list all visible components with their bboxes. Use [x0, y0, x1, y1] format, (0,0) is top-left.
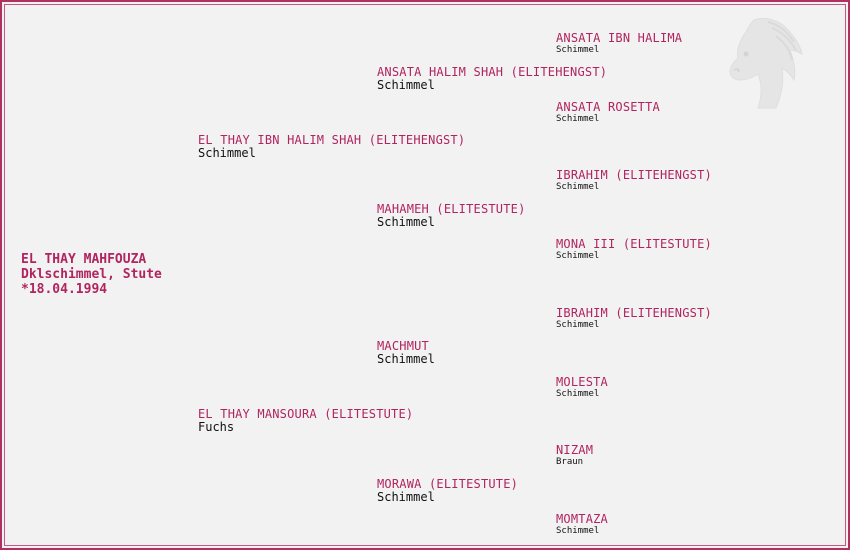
g3-name[interactable]: ANSATA ROSETTA — [556, 100, 660, 114]
g3-color: Schimmel — [556, 45, 600, 55]
sire-name[interactable]: EL THAY IBN HALIM SHAH (ELITEHENGST) — [198, 133, 466, 147]
g3-color: Schimmel — [556, 526, 600, 536]
dam-dam-name[interactable]: MORAWA (ELITESTUTE) — [377, 477, 519, 491]
horse-head-icon — [729, 17, 803, 109]
g3-color: Schimmel — [556, 182, 600, 192]
dam-sire-color: Schimmel — [377, 352, 435, 366]
dam-name[interactable]: EL THAY MANSOURA (ELITESTUTE) — [198, 407, 414, 421]
g3-color: Schimmel — [556, 389, 600, 399]
sire-entry[interactable]: EL THAY IBN HALIM SHAH (ELITEHENGST) Sch… — [198, 134, 465, 160]
g3-name[interactable]: IBRAHIM (ELITEHENGST) — [556, 168, 712, 182]
g3-entry-3[interactable]: IBRAHIM (ELITEHENGST) Schimmel — [556, 168, 712, 193]
g3-name[interactable]: IBRAHIM (ELITEHENGST) — [556, 306, 712, 320]
sire-sire-color: Schimmel — [377, 78, 435, 92]
dam-sire-entry[interactable]: MACHMUT Schimmel — [377, 340, 435, 366]
g3-entry-7[interactable]: NIZAM Braun — [556, 443, 594, 468]
g3-entry-1[interactable]: ANSATA IBN HALIMA Schimmel — [556, 31, 683, 56]
g3-color: Schimmel — [556, 114, 600, 124]
sire-dam-color: Schimmel — [377, 215, 435, 229]
g3-color: Braun — [556, 457, 584, 467]
g3-entry-6[interactable]: MOLESTA Schimmel — [556, 375, 608, 400]
sire-color: Schimmel — [198, 146, 256, 160]
g3-name[interactable]: NIZAM — [556, 443, 594, 457]
subject-birth: *18.04.1994 — [21, 282, 108, 297]
sire-sire-entry[interactable]: ANSATA HALIM SHAH (ELITEHENGST) Schimmel — [377, 66, 607, 92]
g3-entry-4[interactable]: MONA III (ELITESTUTE) Schimmel — [556, 237, 712, 262]
g3-entry-5[interactable]: IBRAHIM (ELITEHENGST) Schimmel — [556, 306, 712, 331]
g3-color: Schimmel — [556, 251, 600, 261]
dam-entry[interactable]: EL THAY MANSOURA (ELITESTUTE) Fuchs — [198, 408, 413, 434]
sire-dam-entry[interactable]: MAHAMEH (ELITESTUTE) Schimmel — [377, 203, 526, 229]
g3-name[interactable]: ANSATA IBN HALIMA — [556, 31, 683, 45]
subject-name: EL THAY MAHFOUZA — [21, 252, 147, 267]
g3-name[interactable]: MOMTAZA — [556, 512, 608, 526]
dam-sire-name[interactable]: MACHMUT — [377, 339, 429, 353]
subject-info: EL THAY MAHFOUZA Dklschimmel, Stute *18.… — [21, 252, 162, 297]
dam-color: Fuchs — [198, 420, 235, 434]
subject-details: Dklschimmel, Stute — [21, 267, 162, 282]
g3-entry-8[interactable]: MOMTAZA Schimmel — [556, 512, 608, 537]
sire-sire-name[interactable]: ANSATA HALIM SHAH (ELITEHENGST) — [377, 65, 608, 79]
sire-dam-name[interactable]: MAHAMEH (ELITESTUTE) — [377, 202, 526, 216]
g3-name[interactable]: MOLESTA — [556, 375, 608, 389]
g3-name[interactable]: MONA III (ELITESTUTE) — [556, 237, 712, 251]
g3-color: Schimmel — [556, 320, 600, 330]
dam-dam-entry[interactable]: MORAWA (ELITESTUTE) Schimmel — [377, 478, 518, 504]
g3-entry-2[interactable]: ANSATA ROSETTA Schimmel — [556, 100, 660, 125]
dam-dam-color: Schimmel — [377, 490, 435, 504]
